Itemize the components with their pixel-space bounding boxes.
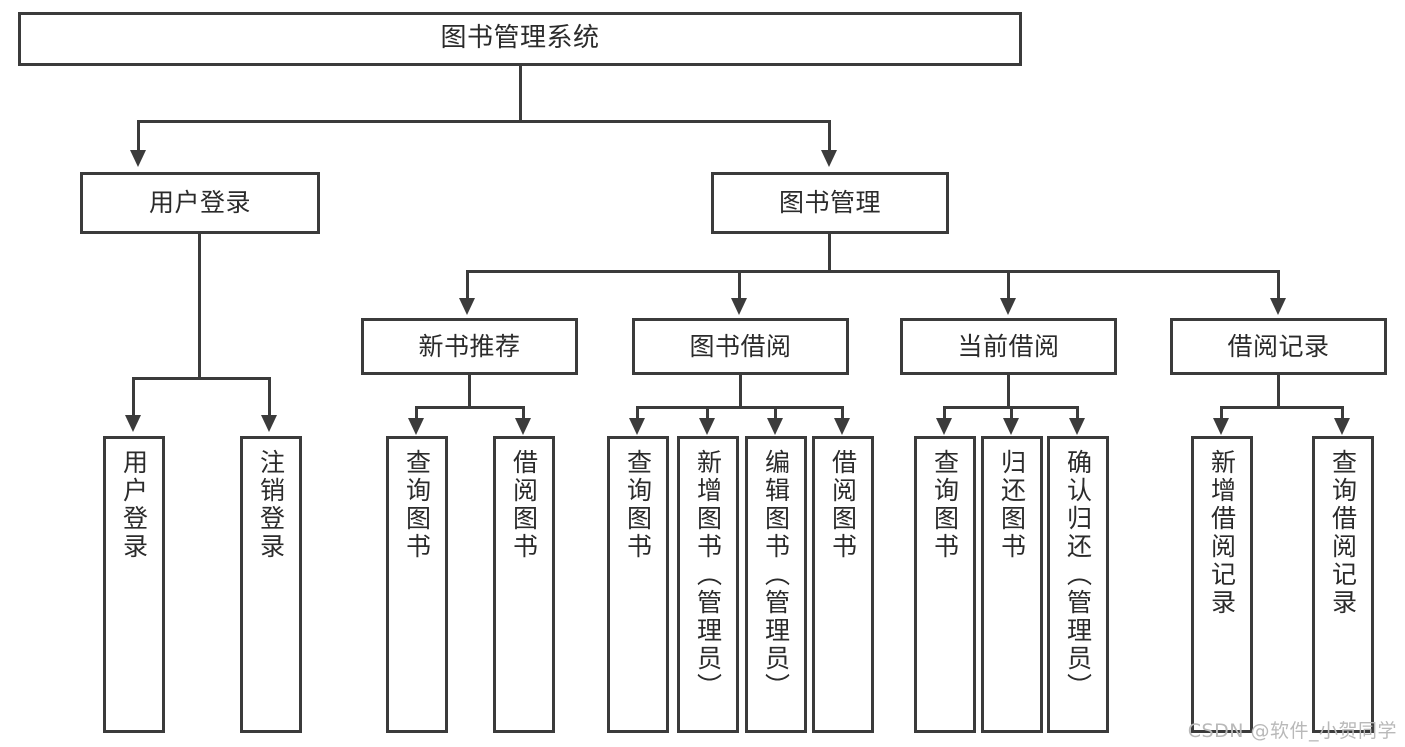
- node-label: 图书借阅: [689, 331, 792, 361]
- node-label: 用户登录: [119, 449, 149, 561]
- arrowhead-current-borrow: [1000, 298, 1016, 315]
- arrowhead-leaf-new-book-1: [515, 418, 531, 435]
- node-label: 新增借阅记录: [1207, 449, 1237, 617]
- arrowhead-leaf-user-login-1: [261, 415, 277, 432]
- leaf-new-book-0[interactable]: 查询图书: [386, 436, 448, 733]
- node-book-borrow[interactable]: 图书借阅: [632, 318, 849, 375]
- leaf-borrow-record-1[interactable]: 查询借阅记录: [1312, 436, 1374, 733]
- leaf-current-borrow-2[interactable]: 确认归还（管理员）: [1047, 436, 1109, 733]
- connector-drop-leaf-borrow-record-1: [1341, 406, 1344, 420]
- connector-drop-leaf-borrow-book-3: [841, 406, 844, 420]
- connector-drop-leaf-new-book-1: [522, 406, 525, 420]
- arrowhead-leaf-new-book-0: [408, 418, 424, 435]
- connector-root-bus: [137, 120, 831, 123]
- connector-drop-leaf-current-borrow-1: [1010, 406, 1013, 420]
- node-label: 图书管理: [778, 188, 881, 217]
- node-label: 注销登录: [256, 449, 286, 561]
- node-book-management[interactable]: 图书管理: [711, 172, 949, 234]
- connector-current-borrow-stem: [1007, 375, 1010, 408]
- node-label: 查询图书: [930, 449, 960, 561]
- arrowhead-leaf-borrow-book-0: [629, 418, 645, 435]
- connector-drop-leaf-user-login-0: [132, 377, 135, 417]
- node-label: 查询借阅记录: [1328, 449, 1358, 617]
- node-label: 借阅图书: [509, 449, 539, 561]
- arrowhead-leaf-borrow-book-1: [699, 418, 715, 435]
- connector-drop-borrow-book: [738, 270, 741, 300]
- arrowhead-leaf-current-borrow-0: [936, 418, 952, 435]
- arrowhead-borrow-book: [731, 298, 747, 315]
- node-label: 编辑图书（管理员）: [761, 449, 791, 701]
- arrowhead-leaf-current-borrow-1: [1003, 418, 1019, 435]
- leaf-new-book-1[interactable]: 借阅图书: [493, 436, 555, 733]
- connector-level2-bus: [466, 270, 1280, 273]
- connector-drop-leaf-current-borrow-2: [1076, 406, 1079, 420]
- arrowhead-leaf-borrow-book-2: [767, 418, 783, 435]
- node-label: 用户登录: [148, 188, 251, 217]
- node-label: 确认归还（管理员）: [1063, 449, 1093, 701]
- leaf-user-login-1[interactable]: 注销登录: [240, 436, 302, 733]
- connector-drop-leaf-current-borrow-0: [943, 406, 946, 420]
- node-new-book-recommend[interactable]: 新书推荐: [361, 318, 578, 375]
- arrowhead-borrow-record: [1270, 298, 1286, 315]
- node-label: 借阅记录: [1227, 331, 1330, 361]
- arrowhead-user-login: [130, 150, 146, 167]
- node-current-borrow[interactable]: 当前借阅: [900, 318, 1117, 375]
- connector-drop-leaf-new-book-0: [415, 406, 418, 420]
- csdn-watermark: CSDN @软件_小贺同学: [1187, 720, 1397, 742]
- leaf-current-borrow-0[interactable]: 查询图书: [914, 436, 976, 733]
- leaf-borrow-book-1[interactable]: 新增图书（管理员）: [677, 436, 739, 733]
- connector-new-book-stem: [468, 375, 471, 408]
- node-label: 新增图书（管理员）: [693, 449, 723, 701]
- connector-borrow-record-bus: [1220, 406, 1344, 409]
- arrowhead-book-mgmt: [821, 150, 837, 167]
- connector-drop-user-login: [137, 120, 140, 152]
- node-label: 查询图书: [402, 449, 432, 561]
- connector-drop-leaf-borrow-record-0: [1220, 406, 1223, 420]
- connector-drop-book-mgmt: [828, 120, 831, 152]
- connector-user-login-stem: [198, 234, 201, 380]
- node-root-system[interactable]: 图书管理系统: [18, 12, 1022, 66]
- leaf-borrow-record-0[interactable]: 新增借阅记录: [1191, 436, 1253, 733]
- connector-drop-leaf-borrow-book-0: [636, 406, 639, 420]
- arrowhead-leaf-borrow-record-0: [1213, 418, 1229, 435]
- node-borrow-record[interactable]: 借阅记录: [1170, 318, 1387, 375]
- node-user-login[interactable]: 用户登录: [80, 172, 320, 234]
- node-label: 查询图书: [623, 449, 653, 561]
- leaf-current-borrow-1[interactable]: 归还图书: [981, 436, 1043, 733]
- node-label: 借阅图书: [828, 449, 858, 561]
- arrowhead-leaf-user-login-0: [125, 415, 141, 432]
- leaf-borrow-book-0[interactable]: 查询图书: [607, 436, 669, 733]
- connector-user-login-bus: [132, 377, 270, 380]
- connector-book-mgmt-stem: [828, 234, 831, 272]
- connector-root-stem: [519, 66, 522, 122]
- connector-drop-new-book: [466, 270, 469, 300]
- connector-drop-leaf-borrow-book-2: [774, 406, 777, 420]
- node-label: 新书推荐: [418, 331, 521, 361]
- connector-drop-leaf-borrow-book-1: [706, 406, 709, 420]
- connector-new-book-bus: [415, 406, 525, 409]
- arrowhead-leaf-current-borrow-2: [1069, 418, 1085, 435]
- leaf-borrow-book-2[interactable]: 编辑图书（管理员）: [745, 436, 807, 733]
- arrowhead-leaf-borrow-book-3: [834, 418, 850, 435]
- connector-drop-borrow-record: [1277, 270, 1280, 300]
- node-label: 图书管理系统: [440, 23, 600, 54]
- connector-drop-current-borrow: [1007, 270, 1010, 300]
- leaf-borrow-book-3[interactable]: 借阅图书: [812, 436, 874, 733]
- arrowhead-new-book: [459, 298, 475, 315]
- connector-borrow-book-bus: [636, 406, 844, 409]
- connector-drop-leaf-user-login-1: [268, 377, 271, 417]
- leaf-user-login-0[interactable]: 用户登录: [103, 436, 165, 733]
- node-label: 当前借阅: [957, 331, 1060, 361]
- connector-borrow-record-stem: [1277, 375, 1280, 408]
- node-label: 归还图书: [997, 449, 1027, 561]
- connector-borrow-book-stem: [739, 375, 742, 408]
- arrowhead-leaf-borrow-record-1: [1334, 418, 1350, 435]
